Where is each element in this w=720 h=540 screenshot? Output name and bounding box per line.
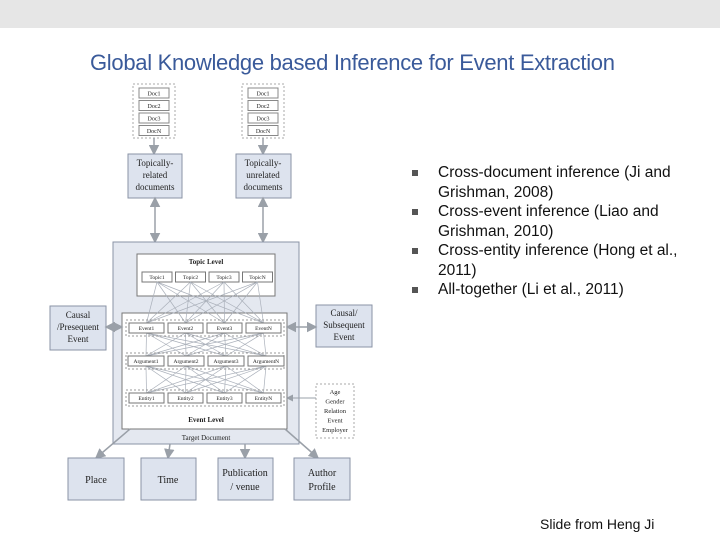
entity-node — [128, 392, 165, 404]
doc-label: Doc2 — [257, 104, 270, 110]
entity-node-label: Entity3 — [216, 396, 232, 402]
causal-pre-line-1: Causal — [66, 310, 91, 320]
target-document-label: Target Document — [182, 434, 231, 442]
related-line-1: Topically- — [137, 158, 174, 168]
time-label: Time — [158, 475, 179, 486]
doc-item — [247, 100, 279, 111]
topically-unrelated-box — [235, 153, 292, 199]
doc-label: Doc1 — [148, 92, 161, 98]
publication-line-2: / venue — [230, 482, 260, 493]
bullet-item: Cross-event inference (Liao and Grishman… — [412, 202, 718, 241]
causal-sub-line-2: Subsequent — [323, 320, 365, 330]
bullet-item: Cross-document inference (Ji and Grishma… — [412, 163, 718, 202]
argument-node — [207, 355, 245, 367]
time-box — [140, 457, 197, 501]
topic-node-label: Topic3 — [216, 275, 231, 281]
event-level-label: Event Level — [188, 416, 224, 424]
place-label: Place — [85, 475, 107, 486]
entity-node-label: EntityN — [255, 396, 272, 402]
event-node — [167, 322, 204, 334]
causal-subsequent-box — [315, 304, 373, 348]
argument-node-label: Argument1 — [134, 359, 159, 365]
doc-label: DocN — [256, 129, 271, 135]
slide-title: Global Knowledge based Inference for Eve… — [90, 50, 615, 75]
argument-node — [127, 355, 165, 367]
doc-label: Doc3 — [257, 117, 270, 123]
author-profile-box — [293, 457, 351, 501]
event-node — [245, 322, 282, 334]
attribute-label: Event — [327, 418, 342, 425]
doc-label: Doc3 — [148, 117, 161, 123]
bullet-square-icon — [412, 287, 418, 293]
topic-node-label: TopicN — [249, 275, 265, 281]
doc-item — [138, 87, 170, 99]
attribute-label: Relation — [324, 408, 347, 415]
topic-level-label: Topic Level — [189, 258, 224, 266]
event-node-label: Event2 — [178, 326, 194, 332]
argument-node-label: Argument3 — [214, 359, 239, 365]
attribute-label: Employer — [322, 427, 348, 434]
entity-node — [167, 392, 204, 404]
author-line-1: Author — [308, 468, 337, 479]
bullet-square-icon — [412, 170, 418, 176]
doc-item — [247, 125, 279, 136]
related-line-3: documents — [136, 182, 175, 192]
doc-item — [247, 112, 279, 124]
causal-pre-line-3: Event — [68, 334, 89, 344]
doc-item — [138, 112, 170, 124]
doc-item — [138, 125, 170, 136]
causal-presequent-box — [49, 305, 107, 351]
entity-node-label: Entity1 — [138, 396, 154, 402]
causal-sub-line-1: Causal/ — [331, 308, 358, 318]
unrelated-line-2: unrelated — [246, 170, 280, 180]
publication-venue-box — [217, 457, 274, 501]
attributes-box — [315, 383, 355, 439]
attribute-label: Gender — [325, 399, 345, 406]
bullet-list: Cross-document inference (Ji and Grishma… — [412, 163, 718, 300]
unrelated-line-1: Topically- — [245, 158, 282, 168]
entity-node — [245, 392, 282, 404]
unrelated-line-3: documents — [244, 182, 283, 192]
event-node-label: Event1 — [139, 326, 155, 332]
event-node — [206, 322, 243, 334]
entity-node — [206, 392, 243, 404]
topically-related-box — [127, 153, 183, 199]
doc-label: DocN — [147, 129, 162, 135]
event-node-label: Event3 — [217, 326, 233, 332]
topic-node-label: Topic2 — [183, 275, 198, 281]
author-line-2: Profile — [308, 482, 336, 493]
doc-label: Doc2 — [148, 104, 161, 110]
bullet-square-icon — [412, 248, 418, 254]
argument-node-label: ArgumentN — [253, 359, 279, 365]
argument-node — [247, 355, 285, 367]
argument-node — [167, 355, 205, 367]
doc-label: Doc1 — [257, 92, 270, 98]
event-node-label: EventN — [255, 326, 272, 332]
causal-pre-line-2: /Presequent — [57, 322, 99, 332]
argument-node-label: Argument2 — [174, 359, 199, 365]
bullet-square-icon — [412, 209, 418, 215]
related-line-2: related — [143, 170, 168, 180]
entity-node-label: Entity2 — [177, 396, 193, 402]
doc-item — [247, 87, 279, 99]
causal-sub-line-3: Event — [334, 332, 355, 342]
bullet-item: All-together (Li et al., 2011) — [412, 280, 718, 300]
slide-credit: Slide from Heng Ji — [540, 516, 655, 532]
publication-line-1: Publication — [222, 468, 268, 479]
slide-top-bar — [0, 0, 720, 28]
bullet-item: Cross-entity inference (Hong et al., 201… — [412, 241, 718, 280]
event-node — [128, 322, 165, 334]
topic-node-label: Topic1 — [149, 275, 164, 281]
attribute-label: Age — [330, 389, 341, 396]
doc-item — [138, 100, 170, 111]
place-box — [67, 457, 125, 501]
